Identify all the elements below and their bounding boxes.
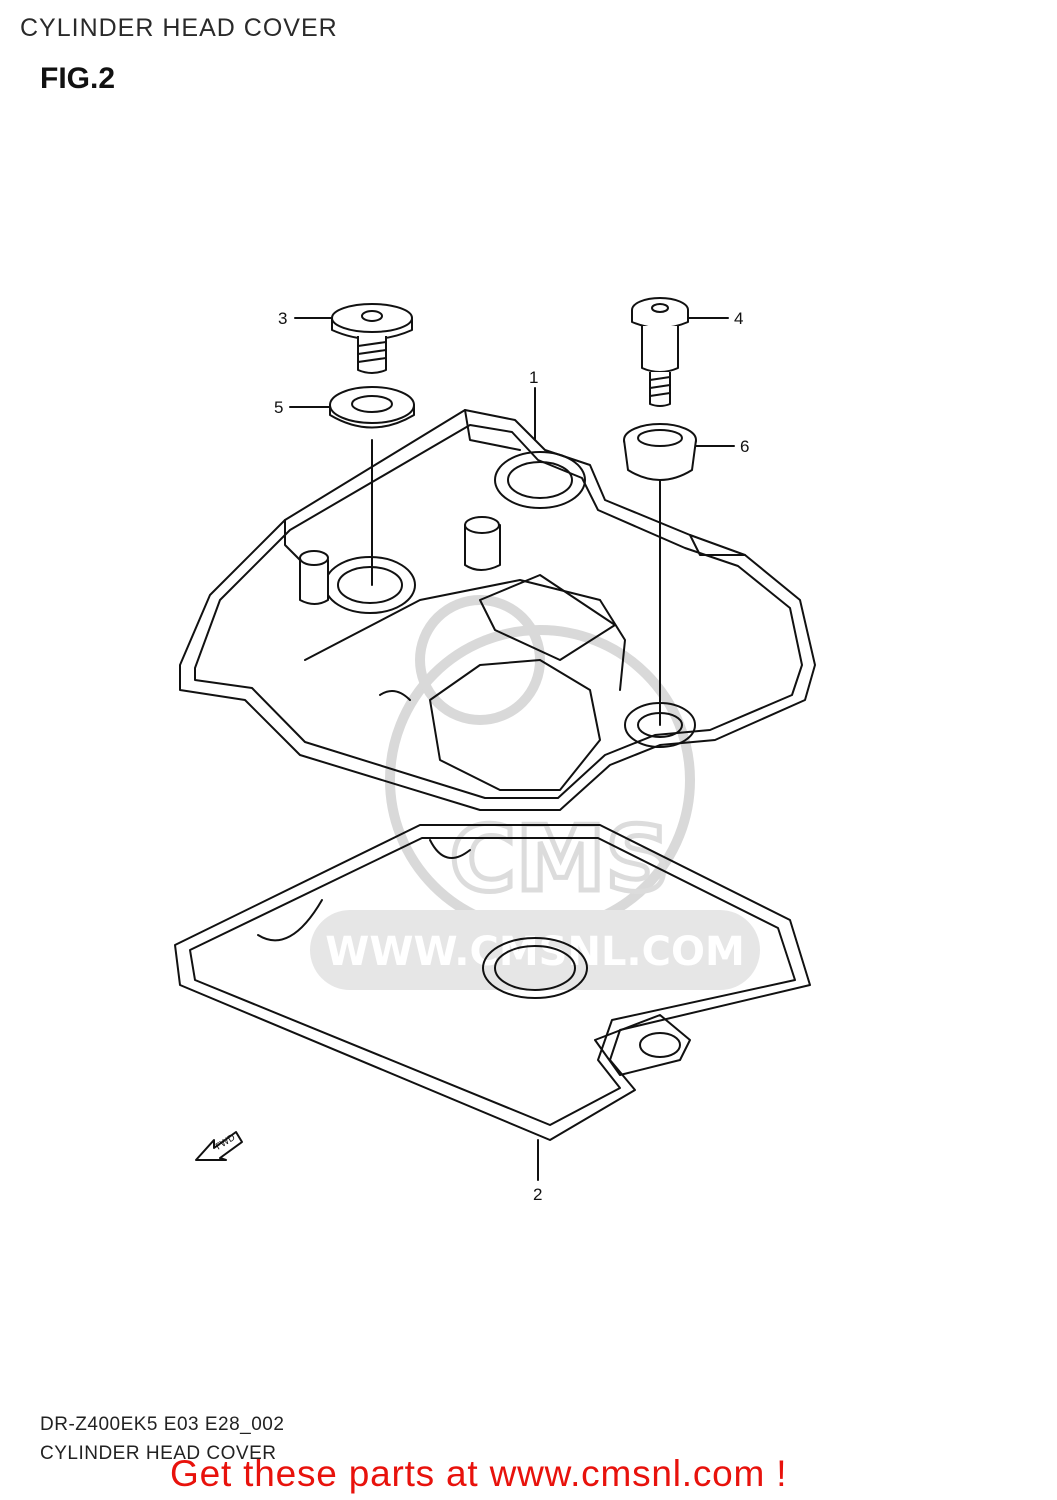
callout-2: 2: [533, 1185, 542, 1204]
model-code: DR-Z400EK5 E03 E28_002: [40, 1414, 285, 1435]
callout-1: 1: [529, 368, 538, 387]
watermark-logo-text: CMS: [450, 807, 670, 912]
bolt-4-drawing: [631, 297, 689, 407]
fwd-arrow-icon: FWD: [195, 1131, 243, 1161]
watermark-url: WWW.CMSNL.COM: [325, 929, 745, 975]
figure-label: FIG.2: [40, 62, 116, 95]
watermark-logo: WWW.CMSNL.COM CMS: [310, 595, 760, 990]
gasket-drawing: [174, 824, 811, 1141]
promo-link[interactable]: Get these parts at www.cmsnl.com !: [170, 1453, 788, 1494]
bolt-3-drawing: [331, 303, 413, 374]
callout-3: 3: [278, 309, 287, 328]
callout-6: 6: [740, 437, 749, 456]
page-title: CYLINDER HEAD COVER: [20, 14, 338, 42]
leader-lines: [289, 317, 735, 1181]
washer-5-drawing: [329, 386, 415, 429]
callout-4: 4: [734, 309, 743, 328]
caption: CYLINDER HEAD COVER: [40, 1443, 277, 1464]
head-cover-drawing: [179, 409, 816, 811]
grommet-6-drawing: [623, 423, 697, 481]
center-lines: [371, 439, 661, 726]
callout-5: 5: [274, 398, 283, 417]
